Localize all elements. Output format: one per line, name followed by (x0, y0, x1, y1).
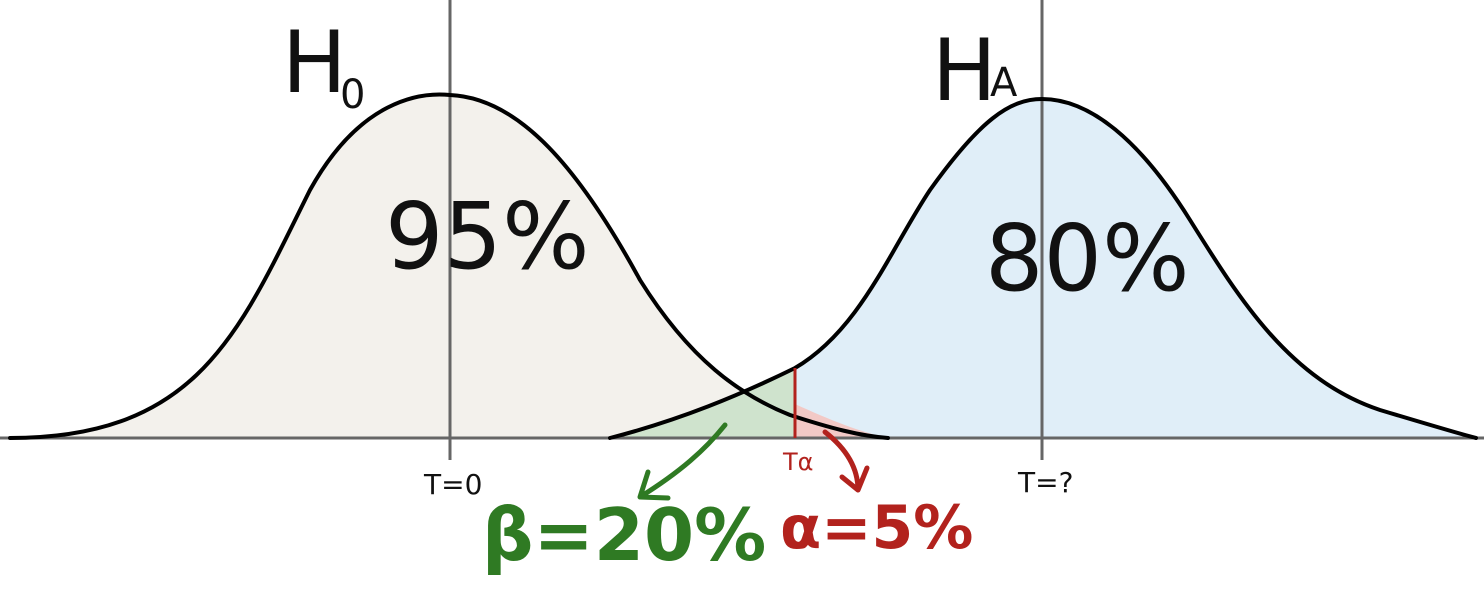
alt-area-label: 80% (985, 205, 1189, 312)
null-hypothesis-label: H (282, 13, 347, 113)
beta-label: β=20% (482, 493, 766, 577)
beta-region (610, 368, 795, 438)
beta-arrow (637, 422, 728, 501)
null-area-label: 95% (385, 183, 589, 290)
alpha-label: α=5% (780, 493, 973, 563)
critical-value-label: Tα (782, 448, 813, 476)
null-distribution-curve (8, 92, 890, 440)
alt-hypothesis-label: H (932, 21, 997, 121)
alt-center-tick-label: T=? (1017, 466, 1073, 499)
alpha-region (795, 404, 888, 438)
alt-hypothesis-subscript: A (990, 60, 1018, 106)
alpha-arrow (822, 429, 870, 493)
null-hypothesis-subscript: 0 (340, 72, 365, 118)
null-center-tick-label: T=0 (423, 468, 482, 501)
